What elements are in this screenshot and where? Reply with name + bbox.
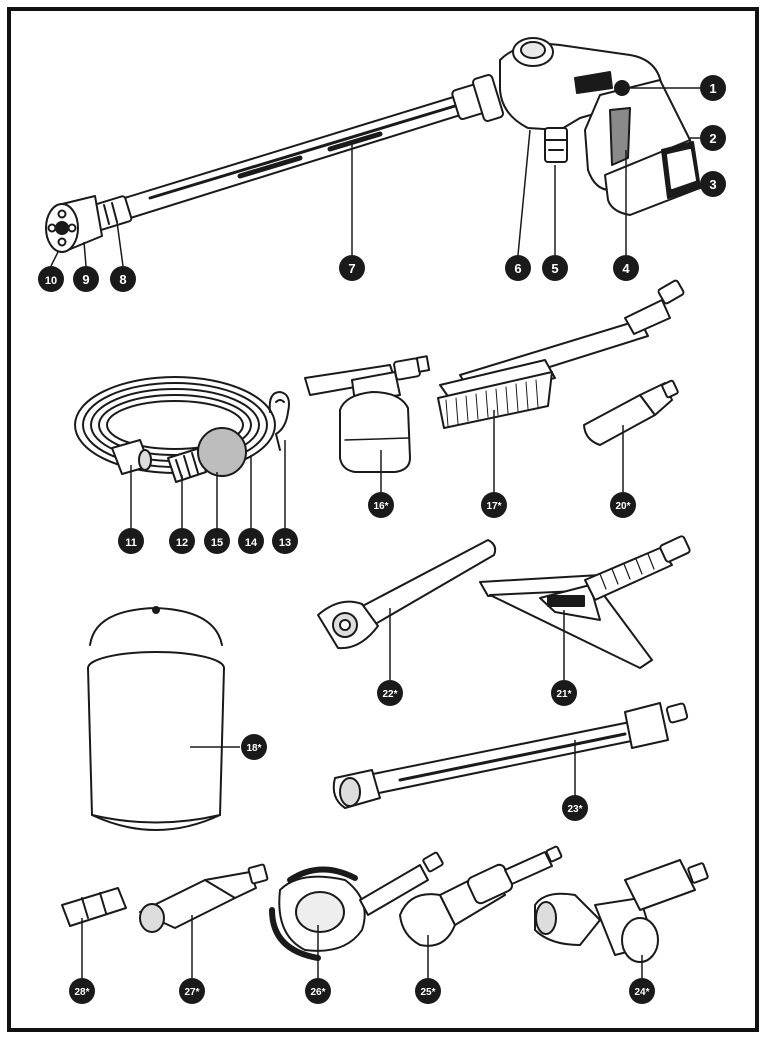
cone-nozzle-25 — [399, 845, 563, 947]
svg-text:26*: 26* — [310, 987, 325, 998]
svg-text:5: 5 — [551, 261, 558, 276]
svg-text:12: 12 — [176, 537, 188, 549]
callout-15: 15 — [204, 528, 230, 554]
svg-text:8: 8 — [119, 272, 126, 287]
svg-text:9: 9 — [82, 272, 89, 287]
suction-filter-15 — [197, 427, 247, 477]
turbo-nozzle-20 — [583, 379, 679, 446]
callout-26: 26* — [305, 978, 331, 1004]
lance-coupling — [451, 74, 505, 122]
angle-adapter-24 — [534, 859, 709, 963]
callout-23: 23* — [562, 795, 588, 821]
callout-10: 10 — [38, 266, 64, 292]
nozzle-head-10 — [45, 203, 79, 253]
callout-6: 6 — [505, 255, 531, 281]
callout-13: 13 — [272, 528, 298, 554]
callout-1: 1 — [700, 75, 726, 101]
callout-18: 18* — [241, 734, 267, 760]
callout-3: 3 — [700, 171, 726, 197]
svg-text:28*: 28* — [74, 987, 89, 998]
callout-8: 8 — [110, 266, 136, 292]
hose-connector-12 — [167, 447, 207, 483]
svg-text:6: 6 — [514, 261, 521, 276]
callout-20: 20* — [610, 492, 636, 518]
extension-lance-23 — [332, 702, 689, 809]
callout-27: 27* — [179, 978, 205, 1004]
callout-12: 12 — [169, 528, 195, 554]
rotary-nozzle-22 — [317, 539, 497, 650]
svg-text:10: 10 — [45, 275, 57, 287]
svg-text:27*: 27* — [184, 987, 199, 998]
svg-text:13: 13 — [279, 537, 291, 549]
squeegee-21 — [479, 535, 691, 669]
svg-text:15: 15 — [211, 537, 223, 549]
callout-16: 16* — [368, 492, 394, 518]
callout-17: 17* — [481, 492, 507, 518]
callout-25: 25* — [415, 978, 441, 1004]
hose-connector-11 — [111, 439, 152, 475]
svg-text:3: 3 — [709, 177, 716, 192]
svg-text:4: 4 — [622, 261, 630, 276]
callout-14: 14 — [238, 528, 264, 554]
lance-tube — [117, 94, 471, 221]
callout-5: 5 — [542, 255, 568, 281]
callout-24: 24* — [629, 978, 655, 1004]
svg-text:2: 2 — [709, 131, 716, 146]
callout-11: 11 — [118, 528, 144, 554]
bucket-18 — [87, 606, 225, 831]
wash-brush-17 — [437, 279, 685, 429]
callout-9: 9 — [73, 266, 99, 292]
svg-text:22*: 22* — [382, 689, 397, 700]
callout-28: 28* — [69, 978, 95, 1004]
svg-text:20*: 20* — [615, 501, 630, 512]
hose-clip-13 — [268, 391, 290, 451]
callout-21: 21* — [551, 680, 577, 706]
water-inlet-connector-5 — [544, 127, 568, 163]
svg-text:17*: 17* — [486, 501, 501, 512]
nozzle-adapter-27 — [139, 863, 269, 933]
adapter-28 — [61, 887, 127, 927]
svg-text:24*: 24* — [634, 987, 649, 998]
svg-text:14: 14 — [245, 537, 258, 549]
callout-22: 22* — [377, 680, 403, 706]
gun-power-button-1 — [614, 80, 630, 96]
svg-text:23*: 23* — [567, 804, 582, 815]
svg-text:25*: 25* — [420, 987, 435, 998]
svg-text:1: 1 — [709, 81, 716, 96]
leader-lines — [50, 87, 700, 978]
svg-text:16*: 16* — [373, 501, 388, 512]
foam-cannon-16 — [304, 355, 431, 473]
svg-text:21*: 21* — [556, 689, 571, 700]
callout-4: 4 — [613, 255, 639, 281]
callout-2: 2 — [700, 125, 726, 151]
callout-7: 7 — [339, 255, 365, 281]
svg-text:11: 11 — [125, 537, 137, 549]
page-border — [7, 7, 759, 1032]
svg-text:7: 7 — [348, 261, 355, 276]
gun-handle — [584, 79, 691, 191]
svg-text:18*: 18* — [246, 743, 261, 754]
rotating-brush-26 — [269, 851, 444, 961]
